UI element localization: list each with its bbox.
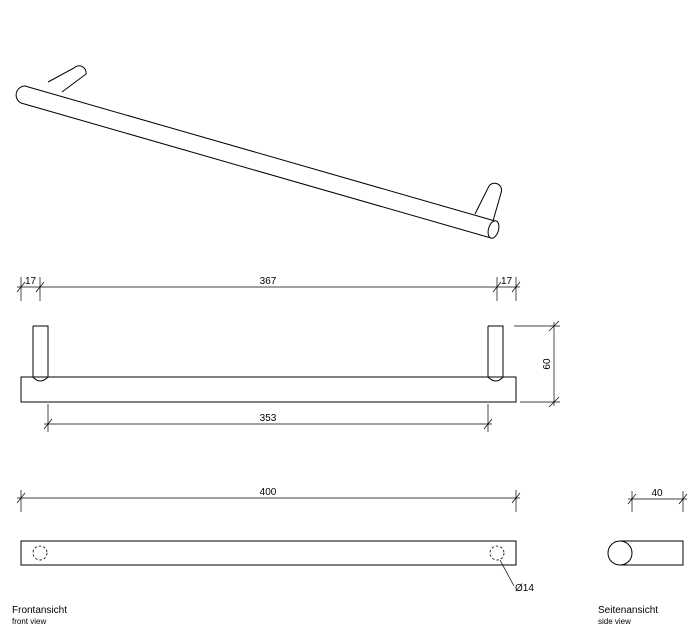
- dim-post-spacing: 353: [260, 413, 277, 424]
- height-dimension: 60: [514, 320, 560, 408]
- side-view-subtitle: side view: [598, 617, 631, 626]
- post-spacing-dimension: 353: [43, 404, 493, 432]
- captions: Frontansicht front view Seitenansicht si…: [12, 605, 658, 626]
- bottom-view: Ø14: [20, 540, 534, 594]
- front-view-title: Frontansicht: [12, 605, 67, 616]
- perspective-view: [15, 65, 503, 239]
- dim-total-length: 400: [260, 487, 277, 498]
- dim-height: 60: [542, 358, 553, 370]
- dim-right-offset: 17: [501, 276, 513, 287]
- dim-depth: 40: [651, 488, 663, 499]
- front-view-subtitle: front view: [12, 617, 46, 626]
- dim-hole-diameter: Ø14: [515, 583, 534, 594]
- top-dimension-chain: 17 367 17: [16, 276, 521, 301]
- front-view-body: [20, 325, 517, 403]
- side-view: 40: [607, 488, 688, 566]
- dim-left-offset: 17: [25, 276, 37, 287]
- dim-center-length: 367: [260, 276, 277, 287]
- total-length-dimension: 400: [16, 487, 521, 512]
- side-view-title: Seitenansicht: [598, 605, 658, 616]
